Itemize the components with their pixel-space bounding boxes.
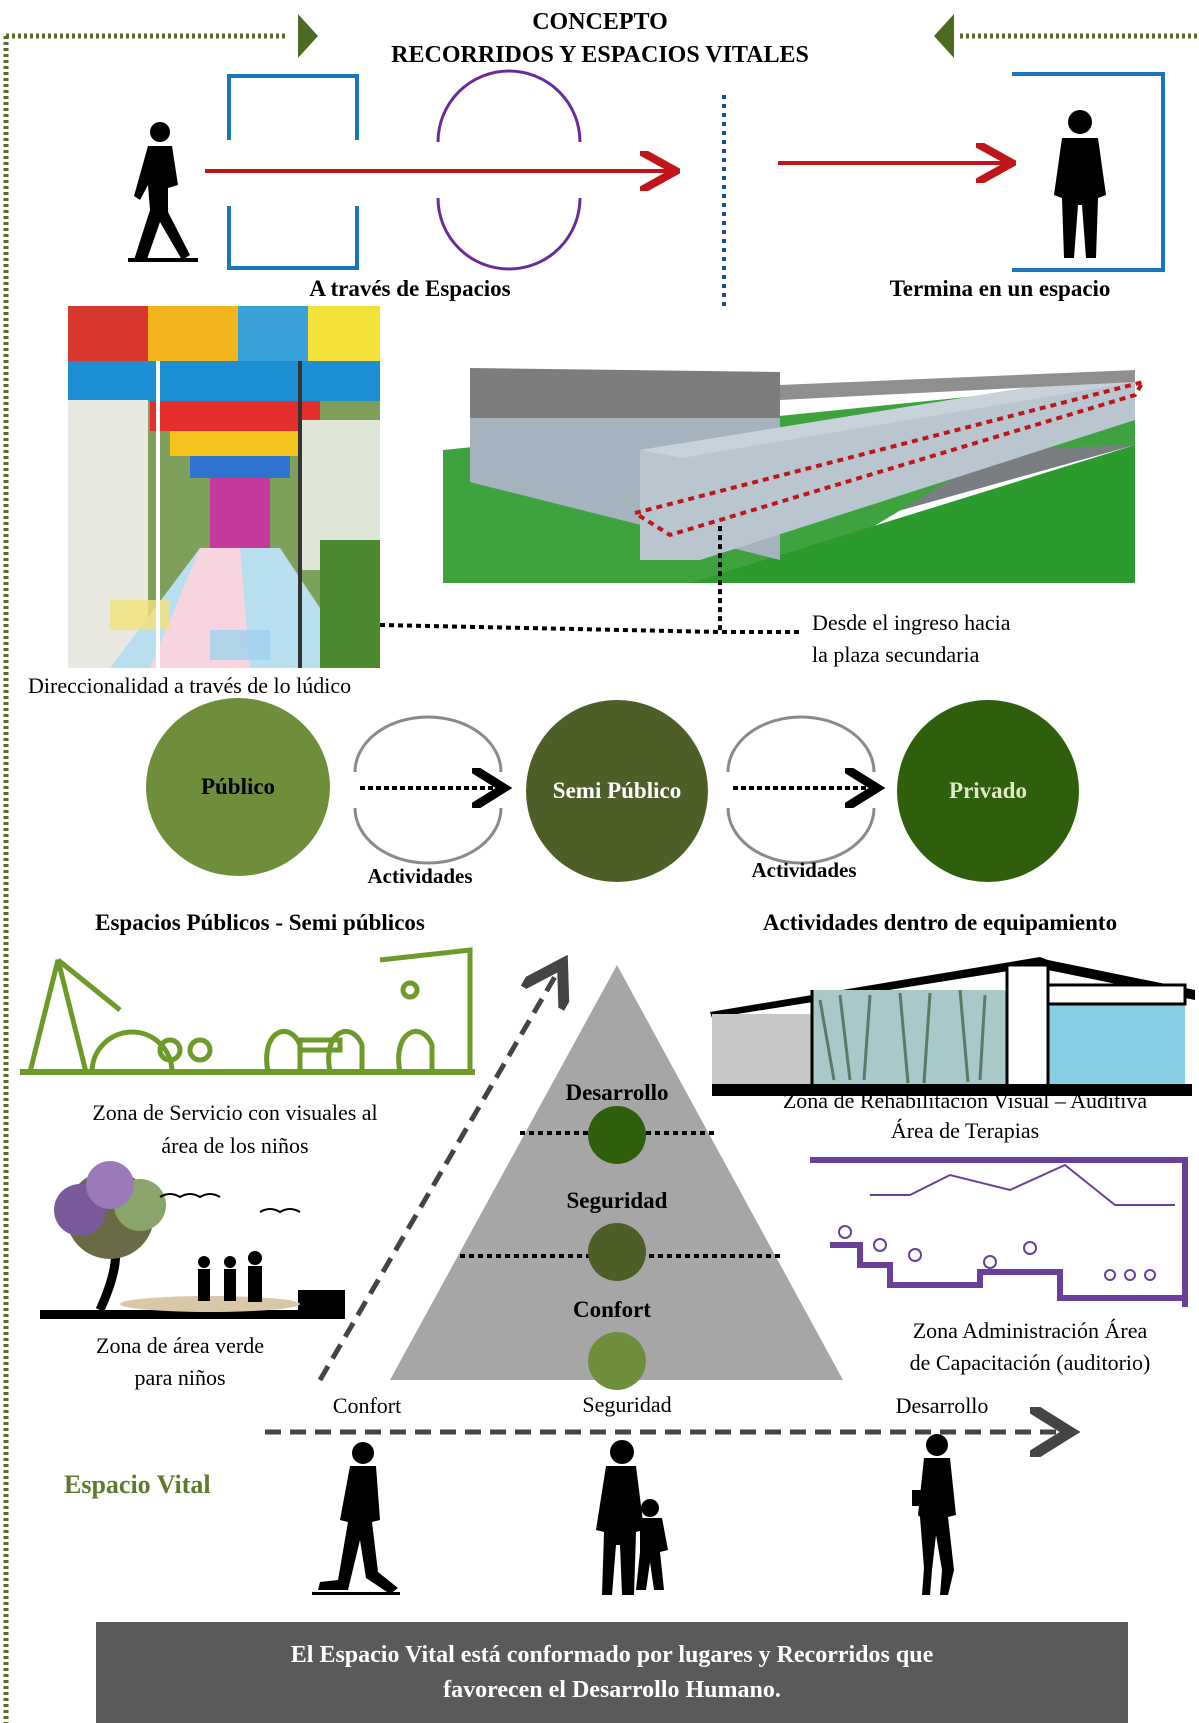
open-square-shape bbox=[227, 74, 359, 270]
node-semi-publico-label: Semi Público bbox=[552, 778, 682, 803]
outer-dotted-frame bbox=[3, 33, 1199, 1723]
frame-arrow-right-icon bbox=[298, 14, 318, 58]
pyramid-label-desarrollo: Desarrollo bbox=[565, 1080, 669, 1105]
walker-silhouette-icon bbox=[312, 1442, 400, 1595]
public-spaces-heading: Espacios Públicos - Semi públicos bbox=[95, 910, 425, 935]
route-highlight bbox=[630, 378, 1148, 538]
admin-caption-1: Zona Administración Área bbox=[912, 1318, 1148, 1343]
green-zone-caption-1: Zona de área verde bbox=[96, 1333, 264, 1358]
timeline-label-confort: Confort bbox=[332, 1393, 402, 1418]
green-zone-caption-2: para niños bbox=[134, 1365, 226, 1390]
conclusion-line-2: favorecen el Desarrollo Humano. bbox=[443, 1676, 781, 1703]
standing-person-icon bbox=[1054, 110, 1106, 258]
service-zone-caption-1: Zona de Servicio con visuales al bbox=[92, 1100, 378, 1125]
pyramid-label-confort: Confort bbox=[573, 1297, 651, 1322]
green-area-illustration bbox=[40, 1161, 345, 1319]
ludic-caption: Direccionalidad a través de lo lúdico bbox=[28, 673, 352, 698]
pyramid-dot-desarrollo bbox=[588, 1106, 646, 1164]
node-publico-label: Público bbox=[200, 774, 276, 799]
service-zone-caption-2: área de los niños bbox=[161, 1133, 309, 1158]
walking-person-icon bbox=[128, 122, 198, 262]
ends-in-space-label: Termina en un espacio bbox=[889, 276, 1111, 301]
rehab-caption-1: Zona de Rehabilitación Visual – Auditiva bbox=[782, 1088, 1148, 1113]
route-caption-line-2: la plaza secundaria bbox=[812, 642, 980, 667]
timeline-label-desarrollo: Desarrollo bbox=[895, 1393, 989, 1418]
page-title: CONCEPTO RECORRIDOS Y ESPACIOS VITALES bbox=[300, 6, 900, 72]
node-privado-label: Privado bbox=[949, 778, 1027, 803]
rehab-zone-illustration bbox=[710, 957, 1195, 1096]
espacio-vital-title: Espacio Vital bbox=[64, 1470, 211, 1499]
admin-caption-2: de Capacitación (auditorio) bbox=[909, 1350, 1151, 1375]
pyramid-dot-confort bbox=[588, 1332, 646, 1390]
admin-zone-illustration bbox=[810, 1157, 1188, 1307]
ludic-corridor-image bbox=[68, 306, 380, 668]
building-render-image bbox=[443, 368, 1135, 583]
service-zone-illustration bbox=[20, 947, 475, 1075]
growth-arrow bbox=[317, 968, 560, 1382]
conclusion-line-1: El Espacio Vital está conformado por lug… bbox=[290, 1641, 934, 1668]
pyramid-shape bbox=[390, 965, 843, 1380]
rehab-caption-2: Área de Terapias bbox=[890, 1118, 1040, 1143]
conclusion-banner: El Espacio Vital está conformado por lug… bbox=[96, 1622, 1128, 1723]
adult-child-silhouette-icon bbox=[596, 1440, 668, 1595]
pyramid-dot-seguridad bbox=[588, 1223, 646, 1281]
title-line-1: CONCEPTO bbox=[532, 9, 668, 35]
end-space-shape bbox=[1012, 72, 1165, 272]
equipment-activities-heading: Actividades dentro de equipamiento bbox=[762, 910, 1118, 935]
node-semi-publico: Semi Público bbox=[526, 700, 708, 882]
pyramid-label-seguridad: Seguridad bbox=[566, 1188, 668, 1213]
split-circle-shape bbox=[436, 69, 582, 271]
node-publico: Público bbox=[146, 698, 330, 876]
activity-arcs bbox=[353, 715, 876, 865]
woman-silhouette-icon bbox=[912, 1434, 956, 1595]
frame-arrow-left-icon bbox=[934, 14, 954, 58]
through-spaces-label: A través de Espacios bbox=[309, 276, 511, 301]
title-line-2: RECORRIDOS Y ESPACIOS VITALES bbox=[391, 42, 809, 68]
node-privado: Privado bbox=[897, 700, 1079, 882]
activities-label-2: Actividades bbox=[751, 858, 857, 882]
route-caption-line-1: Desde el ingreso hacia bbox=[812, 610, 1011, 635]
activities-label-1: Actividades bbox=[367, 864, 473, 888]
timeline-label-seguridad: Seguridad bbox=[582, 1392, 672, 1417]
